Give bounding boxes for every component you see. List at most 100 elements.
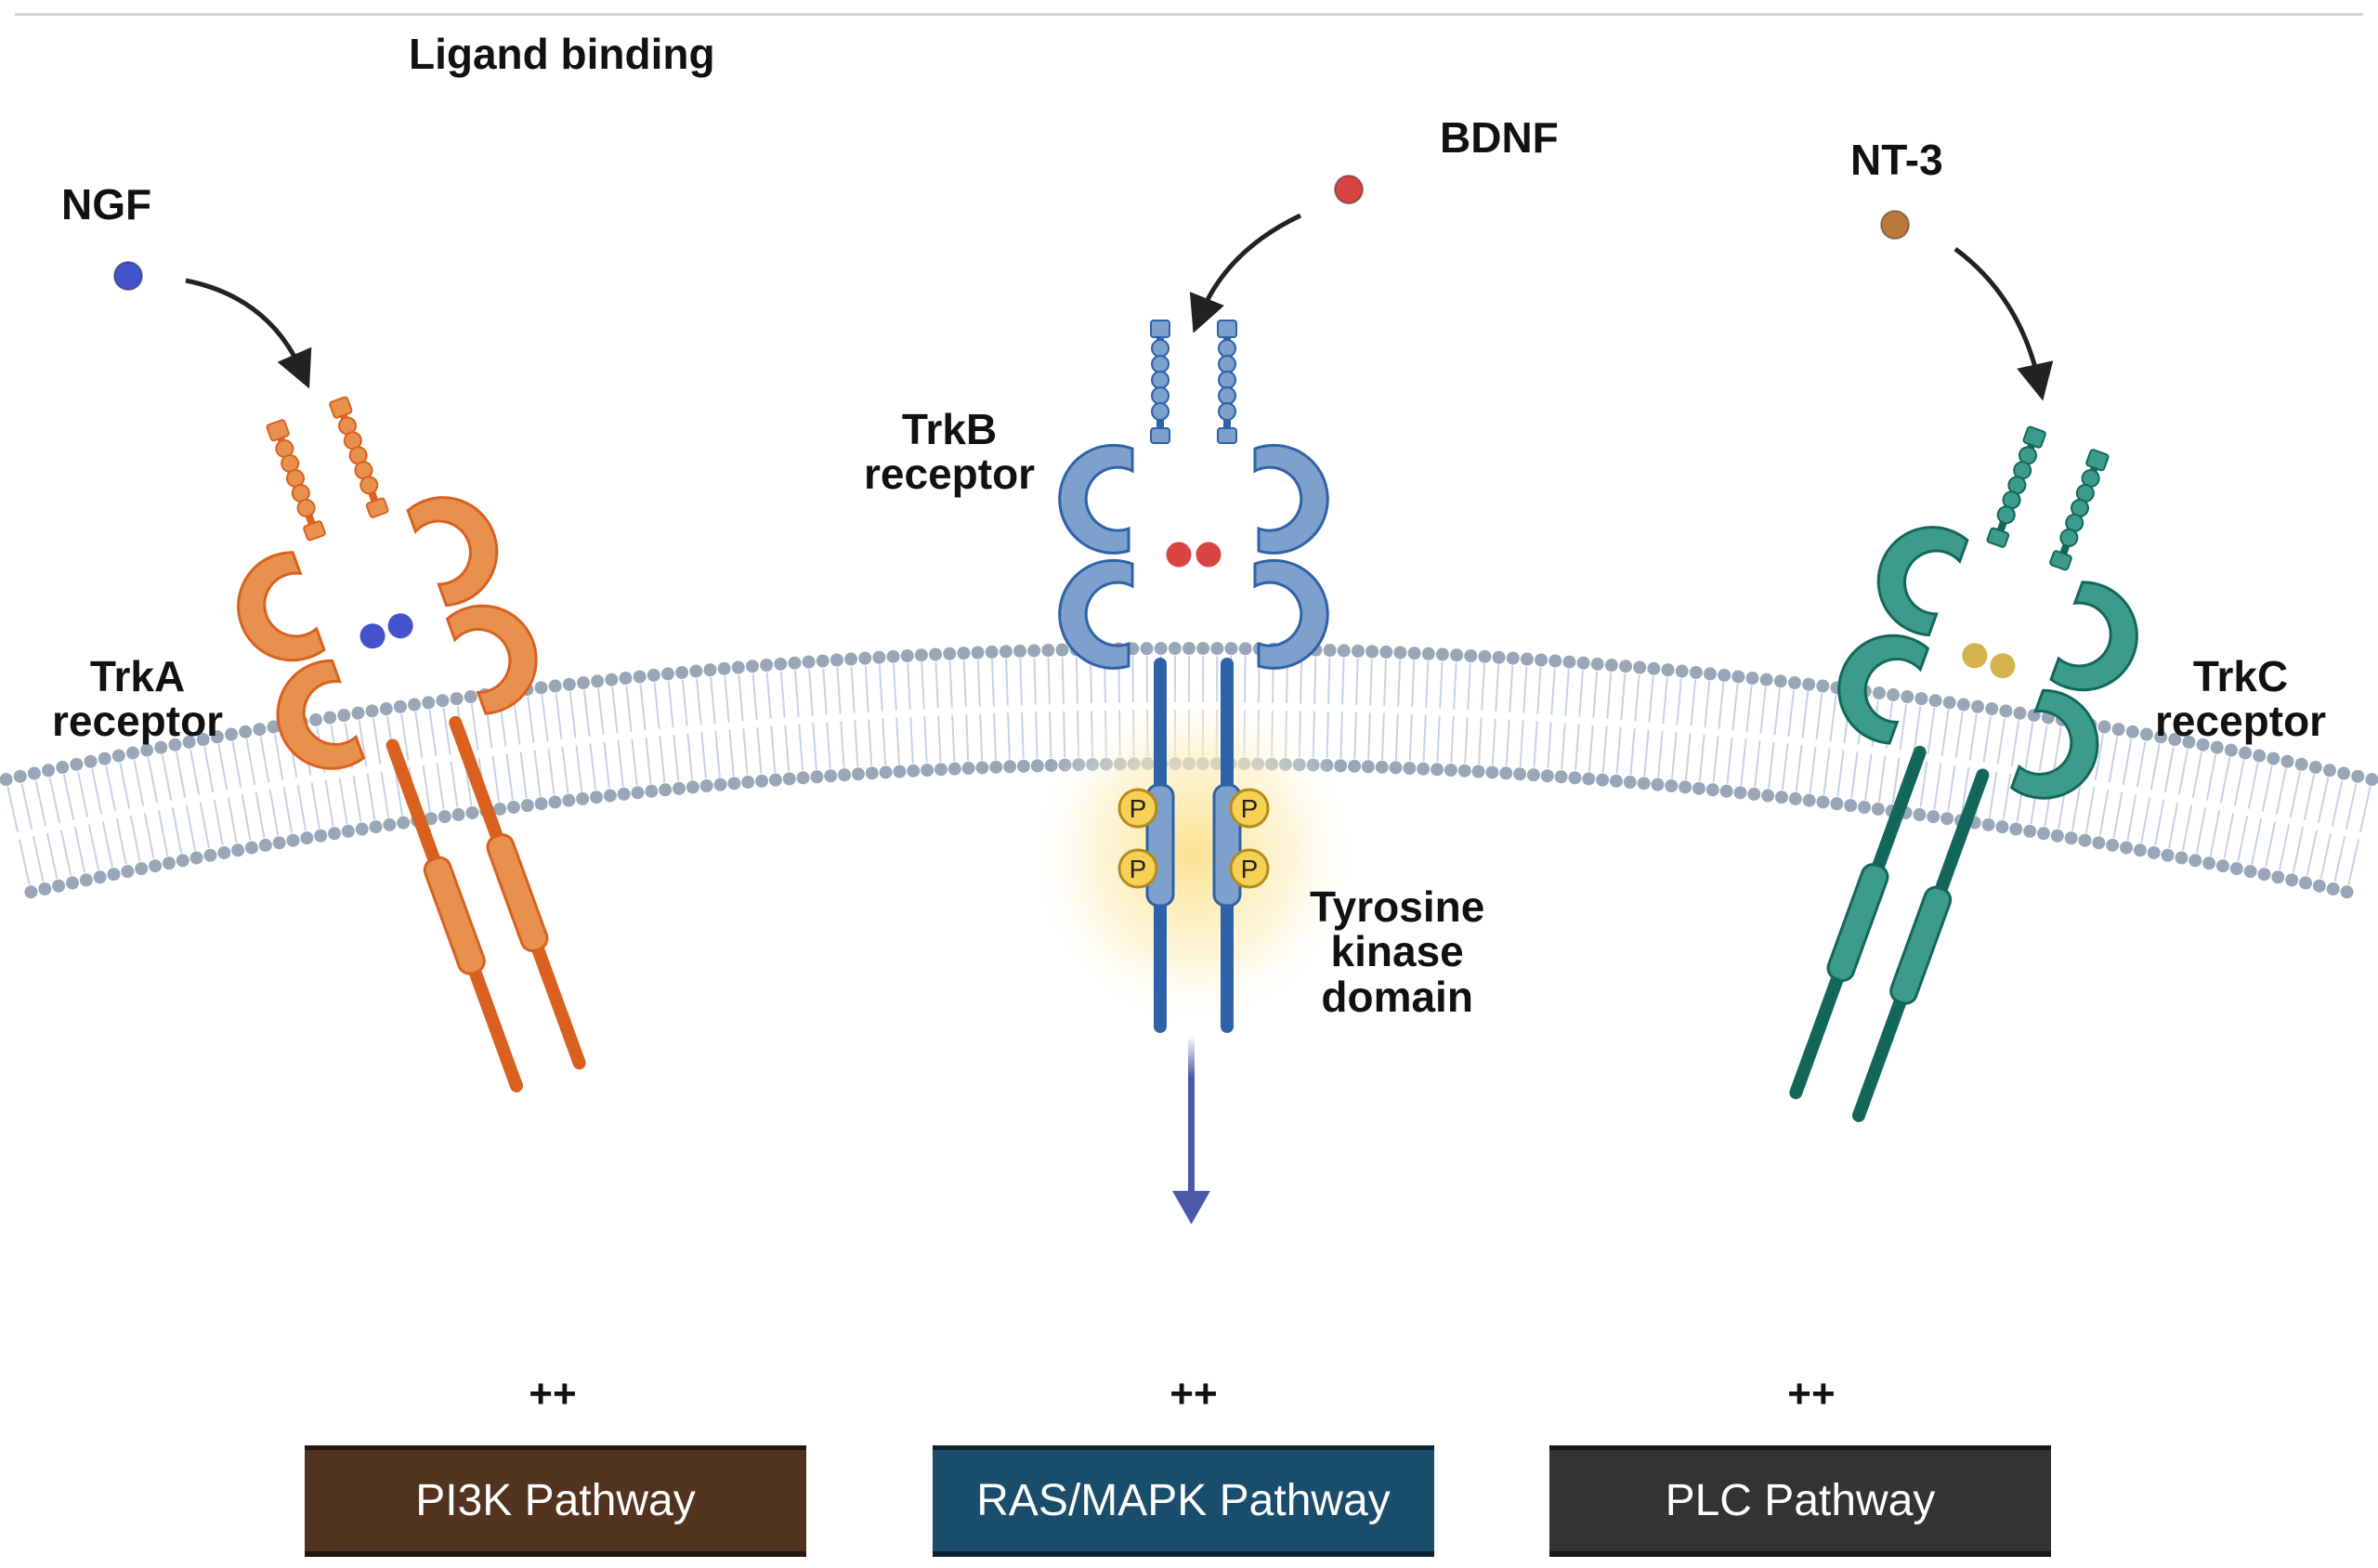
lipid-head: [79, 873, 93, 887]
lipid-tail: [1578, 670, 1584, 717]
lipid-tail: [724, 675, 730, 723]
lipid-head: [1816, 679, 1830, 693]
lipid-head: [2133, 843, 2147, 857]
signal-arrow-head: [1172, 1191, 1210, 1224]
lipid-tail: [2181, 804, 2193, 851]
lipid-head: [1457, 764, 1471, 777]
bead: [1151, 371, 1169, 389]
plc-pathway-box[interactable]: PLC Pathway: [1549, 1445, 2051, 1557]
lipid-head: [1675, 664, 1689, 678]
lipid-tail: [2024, 722, 2034, 769]
lipid-head: [816, 654, 830, 668]
lipid-head: [782, 772, 796, 786]
lipid-tail: [133, 760, 145, 806]
lipid-head: [858, 651, 872, 665]
bead-cap: [1217, 320, 1237, 338]
lipid-head: [189, 851, 203, 865]
lipid-head: [2239, 746, 2253, 760]
lipid-head: [1647, 661, 1661, 675]
lipid-tail: [1836, 750, 1845, 797]
lipid-head: [1718, 668, 1731, 682]
lipid-head: [768, 773, 782, 787]
lipid-tail: [147, 757, 159, 804]
ligands: [113, 175, 2054, 1224]
lipid-head: [365, 704, 379, 718]
lipid-tail: [2319, 832, 2332, 880]
lipid-head: [886, 649, 900, 663]
receptor-trka: [237, 396, 586, 1092]
lipid-head: [42, 764, 56, 777]
lipid-head: [686, 780, 699, 794]
lipid-head: [125, 746, 139, 760]
lipid-tail: [1988, 771, 1998, 818]
lipid-tail: [1704, 681, 1711, 728]
lipid-head: [774, 657, 788, 671]
lipid-tail: [826, 722, 831, 769]
ras-mapk-pathway-box[interactable]: RAS/MAPK Pathway: [933, 1445, 1434, 1557]
lipid-tail: [1815, 693, 1823, 740]
lipid-tail: [296, 784, 307, 831]
lipid-head: [647, 668, 660, 682]
bead-cap: [2049, 550, 2072, 571]
lipid-tail: [1933, 763, 1942, 810]
lipid-tail: [1919, 761, 1928, 808]
kinase-segment: [423, 856, 486, 975]
lipid-tail: [923, 716, 928, 764]
lipid-tail: [2289, 771, 2302, 817]
lipid-tail: [2278, 824, 2291, 870]
lipid-head: [1478, 649, 1492, 663]
lipid-tail: [798, 724, 804, 771]
lipid-tail: [1634, 674, 1640, 722]
lipid-tail: [2168, 802, 2179, 849]
lipid-head: [1692, 781, 1705, 795]
lipid-head: [38, 882, 52, 895]
receptor-label-trkc: TrkC receptor: [2155, 652, 2327, 746]
phospho-label: P: [1130, 794, 1147, 823]
lipid-head: [1913, 808, 1927, 822]
lipid-head: [1719, 784, 1733, 798]
pathway-marker-plc: ++: [1787, 1371, 1836, 1417]
lipid-tail: [199, 802, 210, 849]
lipid-head: [1238, 642, 1252, 656]
lipid-tail: [1436, 715, 1441, 763]
lipid-head: [1802, 793, 1816, 807]
lipid-tail: [1550, 668, 1556, 715]
phospho-label: P: [1241, 794, 1259, 823]
lipid-tail: [62, 774, 75, 821]
lipid-tail: [1768, 741, 1775, 789]
lipid-head: [673, 781, 686, 795]
lipid-head: [1450, 648, 1464, 662]
lipid-tail: [1561, 723, 1566, 770]
lipid-tail: [1954, 712, 1964, 759]
lipid-tail: [358, 720, 368, 767]
lipid-head: [2365, 773, 2378, 787]
lipid-tail: [1588, 725, 1594, 772]
ligand-ngf: [113, 261, 143, 291]
phospho-group: [1229, 788, 1270, 829]
lipid-head: [520, 799, 534, 813]
lipid-tail: [639, 684, 647, 731]
pi3k-pathway-box[interactable]: PI3K Pathway: [305, 1445, 806, 1557]
lipid-head: [1540, 769, 1554, 783]
lipid-head: [1858, 801, 1872, 815]
lipid-head: [493, 802, 507, 816]
lipid-tail: [561, 746, 569, 793]
lipid-head: [851, 767, 865, 781]
lipid-tail: [2010, 720, 2020, 767]
lipid-tail: [555, 693, 563, 740]
lipid-tail: [46, 832, 59, 880]
lipid-head: [1140, 642, 1154, 656]
lipid-head: [1787, 676, 1801, 690]
diagram-title: Ligand binding: [409, 30, 715, 78]
lipid-head: [1016, 759, 1030, 773]
lipid-tail: [2126, 794, 2137, 841]
lipid-head: [985, 645, 999, 659]
lipid-tail: [822, 668, 828, 715]
lipid-tail: [273, 734, 284, 780]
lipid-tail: [1341, 658, 1345, 705]
lipid-head: [1323, 644, 1337, 658]
ig-domain: [1253, 558, 1329, 670]
lipid-head: [162, 856, 176, 870]
ligand-label-bdnf: BDNF: [1440, 113, 1559, 162]
lipid-head: [788, 656, 802, 670]
